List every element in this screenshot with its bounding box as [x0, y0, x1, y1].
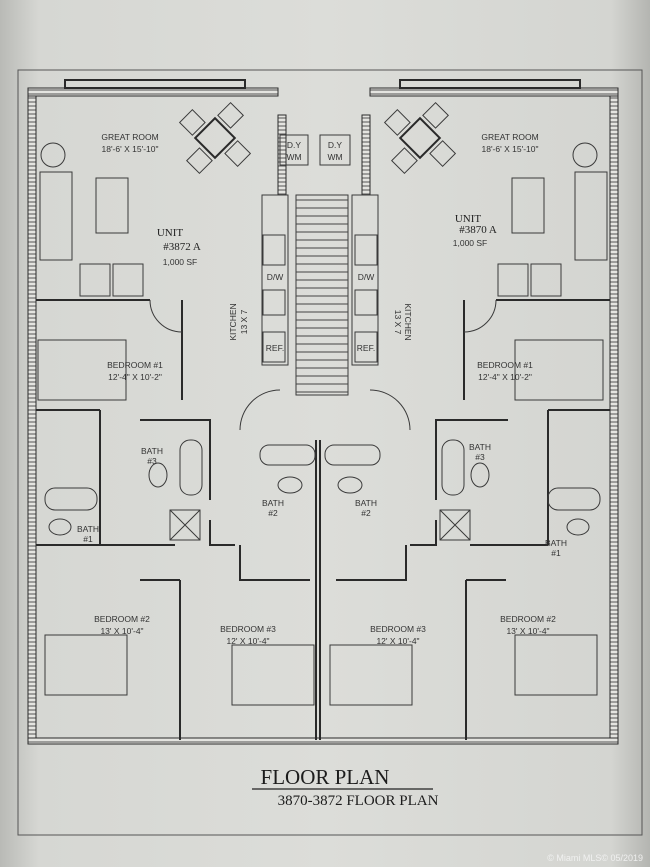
kitchen-left: D/W REF. KITCHEN 13 X 7 [228, 194, 289, 366]
svg-text:13 X 7: 13 X 7 [393, 310, 403, 335]
svg-text:12'-4" X 10'-2": 12'-4" X 10'-2" [478, 372, 532, 382]
svg-text:UNIT: UNIT [157, 227, 184, 239]
svg-text:BEDROOM #1: BEDROOM #1 [477, 360, 533, 370]
svg-text:#3872 A: #3872 A [163, 241, 201, 253]
svg-text:WM: WM [327, 152, 342, 162]
svg-text:BEDROOM #3: BEDROOM #3 [220, 624, 276, 634]
svg-text:#3: #3 [475, 452, 485, 462]
svg-text:#2: #2 [268, 508, 278, 518]
svg-text:#1: #1 [551, 548, 561, 558]
svg-text:13 X 7: 13 X 7 [239, 309, 249, 334]
plan-title: FLOOR PLAN [261, 765, 390, 789]
svg-text:#3870 A: #3870 A [459, 224, 497, 236]
unit-3870-labels: GREAT ROOM 18'-6' X 15'-10" UNIT #3870 A… [355, 132, 567, 646]
center-stair [239, 114, 411, 740]
svg-text:18'-6' X 15'-10": 18'-6' X 15'-10" [481, 144, 538, 154]
sheet-border [17, 69, 643, 836]
svg-text:BEDROOM #2: BEDROOM #2 [94, 614, 150, 624]
svg-text:BATH: BATH [141, 446, 163, 456]
svg-text:BEDROOM #3: BEDROOM #3 [370, 624, 426, 634]
svg-text:1,000 SF: 1,000 SF [453, 238, 488, 248]
svg-text:1,000 SF: 1,000 SF [163, 257, 198, 267]
svg-text:BATH: BATH [545, 538, 567, 548]
exterior-walls [27, 79, 619, 745]
svg-text:18'-6' X 15'-10": 18'-6' X 15'-10" [101, 144, 158, 154]
svg-text:BATH: BATH [262, 498, 284, 508]
svg-text:BEDROOM #1: BEDROOM #1 [107, 360, 163, 370]
svg-text:REF.: REF. [357, 343, 375, 353]
svg-text:BATH: BATH [77, 524, 99, 534]
unit-3872-labels: GREAT ROOM 18'-6' X 15'-10" UNIT #3872 A… [77, 132, 284, 646]
svg-text:UNIT: UNIT [455, 213, 482, 225]
kitchen-right: D/W REF. 13 X 7 KITCHEN [351, 194, 413, 366]
svg-text:KITCHEN: KITCHEN [228, 303, 238, 340]
svg-text:REF.: REF. [266, 343, 284, 353]
svg-text:12' X 10'-4": 12' X 10'-4" [376, 636, 419, 646]
svg-text:12' X 10'-4": 12' X 10'-4" [226, 636, 269, 646]
svg-text:GREAT ROOM: GREAT ROOM [481, 132, 538, 142]
svg-text:13' X 10'-4": 13' X 10'-4" [506, 626, 549, 636]
svg-text:13' X 10'-4": 13' X 10'-4" [100, 626, 143, 636]
plan-subtitle: 3870-3872 FLOOR PLAN [278, 793, 439, 809]
laundry-right: D.Y WM [319, 134, 351, 166]
svg-text:D.Y: D.Y [328, 140, 343, 150]
svg-text:#3: #3 [147, 456, 157, 466]
svg-text:#2: #2 [361, 508, 371, 518]
svg-text:WM: WM [286, 152, 301, 162]
svg-text:BATH: BATH [469, 442, 491, 452]
svg-text:BATH: BATH [355, 498, 377, 508]
svg-text:BEDROOM #2: BEDROOM #2 [500, 614, 556, 624]
svg-text:KITCHEN: KITCHEN [403, 303, 413, 340]
svg-text:D.Y: D.Y [287, 140, 302, 150]
svg-text:D/W: D/W [267, 272, 284, 282]
svg-text:D/W: D/W [358, 272, 375, 282]
interior-walls [36, 299, 610, 740]
mls-watermark: © Miami MLS© 05/2019 [547, 853, 643, 863]
svg-text:GREAT ROOM: GREAT ROOM [101, 132, 158, 142]
svg-text:#1: #1 [83, 534, 93, 544]
laundry-left: D.Y WM [279, 134, 309, 166]
furniture [37, 101, 608, 706]
svg-text:12'-4" X 10'-2": 12'-4" X 10'-2" [108, 372, 162, 382]
